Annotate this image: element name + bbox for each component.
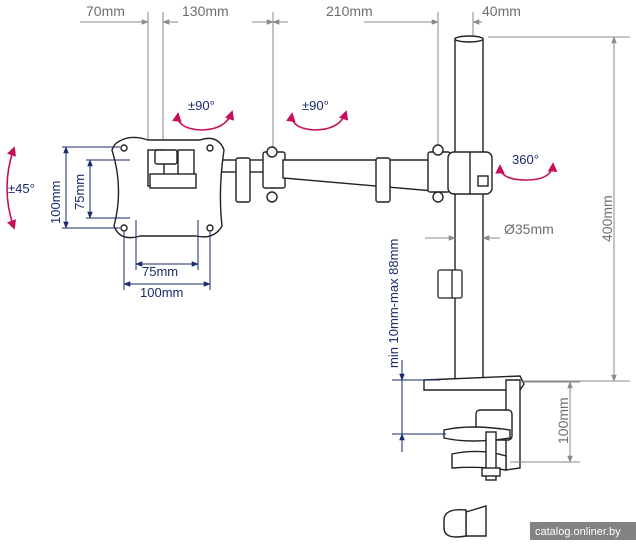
swivel-arrow-2 — [286, 110, 349, 131]
arm-front — [209, 146, 286, 203]
dim-40mm: 40mm — [482, 3, 521, 19]
top-dimension-lines — [80, 12, 482, 150]
swivel-label-1: ±90° — [188, 98, 215, 113]
watermark-text: catalog.onliner.by — [535, 526, 621, 538]
tilt-arrow — [6, 146, 16, 230]
clamp-range-lines — [392, 360, 446, 452]
watermark-background — [530, 522, 636, 540]
tilt-label: ±45° — [8, 181, 35, 196]
swivel-label-2: ±90° — [302, 98, 329, 113]
pole — [454, 35, 484, 381]
clamp-range-label: min 10mm-max 88mm — [386, 239, 401, 368]
dim-70mm: 70mm — [86, 3, 125, 19]
pole-rotation-label: 360° — [512, 152, 539, 167]
vesa-plate — [111, 136, 225, 239]
vesa-dimension-lines — [62, 146, 211, 290]
pole-ring — [447, 151, 493, 195]
clamp-100-lines — [510, 381, 580, 463]
dim-clamp-100mm: 100mm — [555, 397, 571, 444]
dim-130mm: 130mm — [182, 3, 229, 19]
vesa-v-100-label: 100mm — [48, 181, 63, 224]
vesa-h-100-label: 100mm — [140, 285, 183, 300]
dim-400mm: 400mm — [599, 195, 615, 242]
vesa-v-75-label: 75mm — [72, 174, 87, 210]
dim-210mm: 210mm — [326, 3, 373, 19]
pole-rotation-arrow — [495, 162, 558, 181]
height-dimension-lines — [488, 36, 630, 382]
dim-pole-diameter: Ø35mm — [504, 221, 554, 237]
vesa-h-75-label: 75mm — [142, 264, 178, 279]
desk-clamp — [423, 375, 525, 538]
pole-collar — [437, 269, 463, 299]
arm-rear — [282, 144, 471, 203]
swivel-arrow-1 — [172, 110, 235, 131]
